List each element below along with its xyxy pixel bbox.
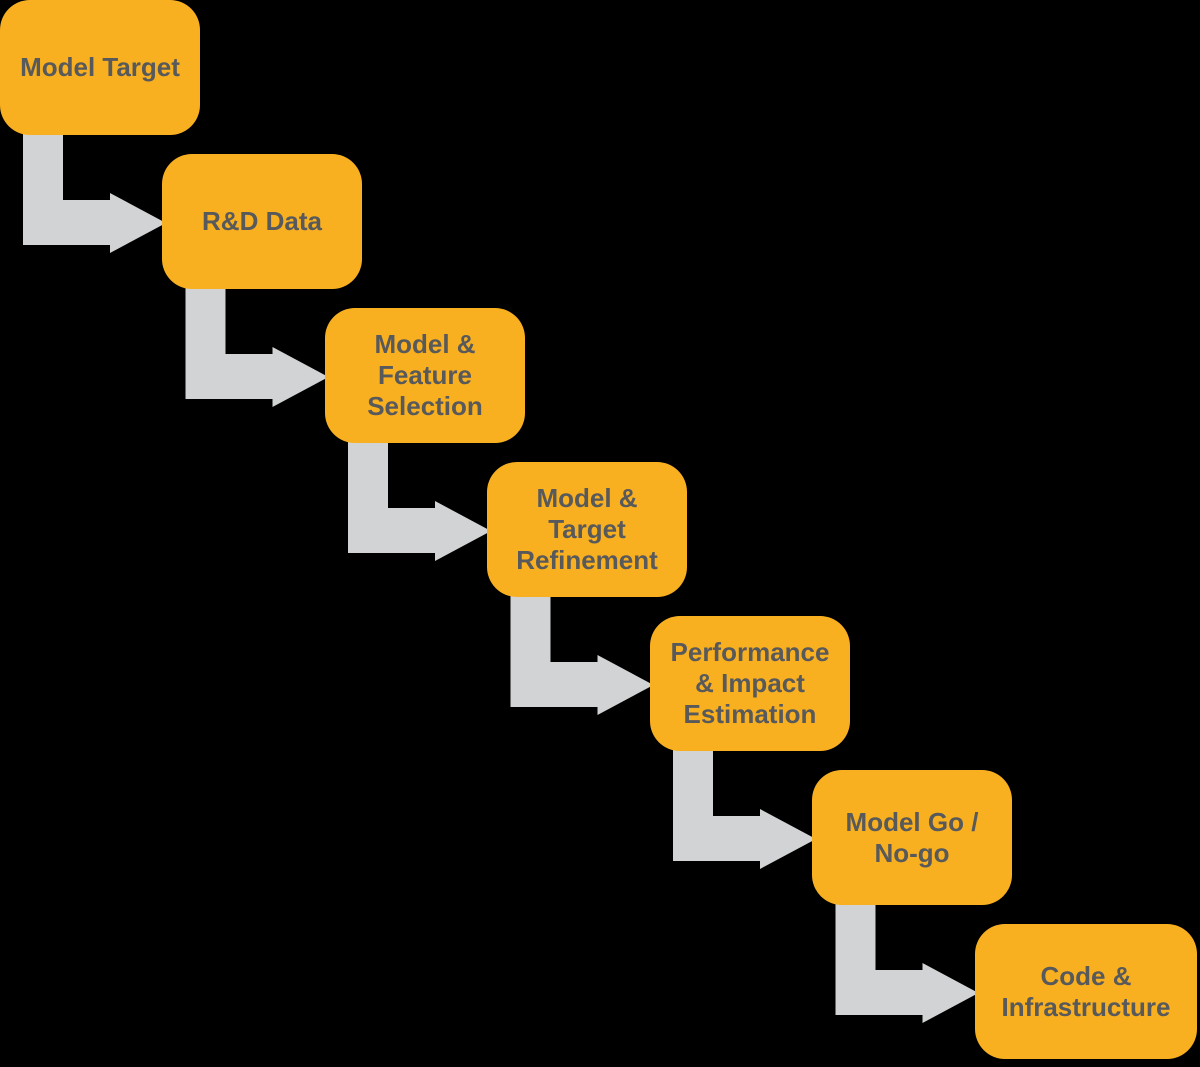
flow-step-label: Performance & Impact Estimation	[670, 637, 830, 729]
flow-step-label: Model Go / No-go	[845, 806, 979, 868]
flow-step-model-target-refinement: Model & Target Refinement	[487, 462, 687, 597]
flow-step-rd-data: R&D Data	[162, 154, 362, 289]
flow-step-label: Model & Feature Selection	[367, 329, 483, 421]
flow-step-performance-impact-estimation: Performance & Impact Estimation	[650, 616, 850, 751]
flow-step-code-infrastructure: Code & Infrastructure	[975, 924, 1197, 1059]
flow-arrow-6	[835, 900, 979, 1023]
flow-step-model-target: Model Target	[0, 0, 200, 135]
flow-arrow-4	[510, 592, 654, 715]
flow-step-model-go-no-go: Model Go / No-go	[812, 770, 1012, 905]
flow-step-label: Code & Infrastructure	[1001, 960, 1171, 1022]
flow-step-model-feature-selection: Model & Feature Selection	[325, 308, 525, 443]
flow-arrow-1	[23, 130, 166, 253]
flow-arrow-5	[673, 746, 816, 869]
flow-step-label: Model Target	[20, 52, 180, 83]
flow-arrow-3	[348, 438, 491, 561]
flow-step-label: Model & Target Refinement	[516, 483, 658, 575]
flow-arrow-2	[185, 284, 329, 407]
flow-step-label: R&D Data	[202, 206, 322, 237]
